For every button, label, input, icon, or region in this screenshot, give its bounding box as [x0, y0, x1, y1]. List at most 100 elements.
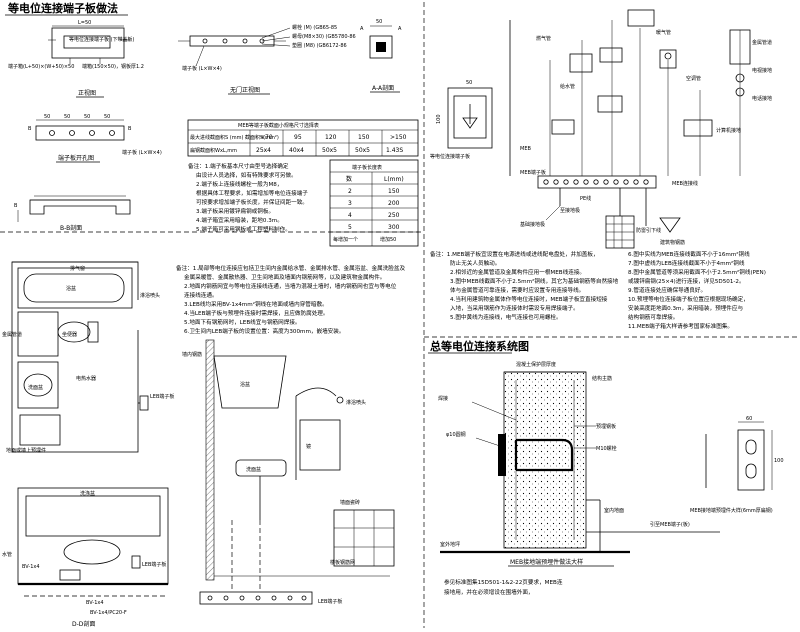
length-header-1: 数: [346, 175, 352, 183]
svg-text:50: 50: [104, 114, 110, 120]
label-plate: 端子板 (L×W×4): [182, 65, 222, 72]
bath-note-5: 4.当LEB端子板与预埋件连接时需焊接，且应做防腐处理。: [184, 309, 328, 317]
label-A-2: A: [398, 26, 402, 32]
leb-bar: LEB端子板: [199, 520, 342, 605]
length-row-3-n: 5: [348, 224, 352, 231]
embed-label-conc: 混凝土保护层厚度: [516, 361, 556, 368]
label-water-pipe: 水管: [2, 551, 12, 558]
front-view-box: 等电位连接端子板 (下带盖板) L=50 端子箱(L+50)×(W+50)×50…: [8, 20, 144, 98]
bath-note-1: 金属采暖管、金属散热器、卫生间地面及墙面内钢筋网等，以及建筑物金属构件。: [184, 273, 385, 281]
label-leb: LEB端子板: [150, 393, 174, 400]
panel-terminal-board: 等电位连接端子板做法 等电位连接端子板 (下带盖板) L=50 端子箱(L+50…: [5, 1, 419, 247]
plate-note-4: 可按要求增加端子板长度，并保证间距一致。: [196, 198, 308, 206]
title-plate: 等电位连接端子板做法: [7, 1, 118, 15]
label-shower: 淋浴喷头: [140, 292, 160, 299]
sys-note-1: 防止无关人员触动。: [450, 259, 500, 267]
label-bath: 浴盆: [66, 285, 76, 292]
label-lightning: 防雷引下线: [636, 227, 661, 234]
label-toilet: 坐便器: [62, 331, 77, 338]
meb-symbol: 50 100 等电位连接端子板: [430, 80, 493, 160]
meb-label: MEB: [520, 146, 531, 152]
length-row-0-n: 2: [348, 188, 352, 195]
embed-plate-label: MEB接地端预埋件大样(6mm厚扁钢): [690, 507, 773, 514]
length-row-2-l: 250: [388, 212, 400, 219]
embed-note-2: 接地用，并在必须增设在围墙外面，: [444, 588, 534, 596]
length-row-3-l: 300: [388, 224, 400, 231]
bolt-1: 螺栓 (M) (GB65-85: [292, 24, 337, 31]
panel-embed: 总等电位连接系统图 混凝土保护层厚度 结构主筋 焊接 预埋钢板 φ10圆钢 M1…: [428, 339, 784, 596]
label-mirror: 镜: [306, 443, 311, 450]
meb-value-2: 50x5: [322, 147, 337, 154]
bathroom-section-dd: 洗涤盆 水管 BV-1x4 BV-1x4 BV-1x4/PC20-F D-D剖面…: [2, 487, 169, 628]
label-leb-3: LEB端子板: [318, 598, 342, 605]
embed-label-terminal: 引至MEB端子(板): [650, 521, 690, 528]
dim-50: 50: [376, 19, 382, 25]
holes-view-caption: 端子板开孔图: [58, 154, 94, 162]
meb-header-2: 120: [325, 134, 337, 141]
embed-dim-60: 60: [746, 416, 752, 422]
sys-note-r0: 6.图中实线为MEB连接线截面不小于16mm²铜线: [628, 250, 750, 258]
holes-view: 50 50 50 50 B B 端子板开孔图 端子板 (L×W×4): [28, 114, 162, 163]
embed-label-bolt: M10螺栓: [596, 445, 617, 452]
mounting-view-caption: 无门正视图: [230, 86, 260, 94]
label-bv-2: BV-1x4: [86, 600, 104, 606]
length-row-4-l: 增加50: [380, 236, 396, 243]
label-steel-mesh: 楼板钢筋网: [330, 559, 355, 566]
length-row-1-n: 3: [348, 200, 352, 207]
meb-header-0: <70: [260, 134, 273, 141]
main-bar-label: MEB端子板: [520, 169, 546, 176]
label-bv: BV-1x4: [22, 564, 40, 570]
bath-note-4: 3.LEB线均采用BV-1x4mm²铜线在地面或墙内穿管暗敷。: [184, 300, 328, 308]
plate-note-3: 根据具体工程要求，如需增加等电位连接端子: [196, 189, 308, 197]
plate-note-0: 备注：1.端子板基本尺寸由型号选择确定: [188, 162, 289, 170]
tile-grid: 墙面瓷砖: [333, 499, 395, 567]
meb-bus: MEB端子板 MEB连接线: [520, 169, 698, 189]
sys-note-4: 体与金属管道可靠连接，需要时应设置专用连接导线。: [450, 286, 584, 294]
meb-value-1: 40x4: [289, 147, 304, 154]
label-tv: 电视接地: [752, 67, 772, 74]
label-ac: 空调管: [686, 75, 701, 82]
equipment: 燃气管 给水管 暖气管 空调管 金属管道 电视接地 电话接地 计算机接地 PE线…: [520, 9, 772, 249]
front-box-label: 等电位连接端子板 (下带盖板): [69, 36, 135, 43]
spec-size: 端子箱(L+50)×(W+50)×50: [8, 63, 74, 70]
label-shower-2: 淋浴喷头: [346, 399, 366, 406]
sys-note-r8: 11.MEB端子箱大样请参考国家标准图集。: [628, 322, 733, 330]
length-row-2-n: 4: [348, 212, 352, 219]
meb-callout: 等电位连接端子板: [430, 153, 470, 160]
sys-note-r7: 结构钢筋可靠焊接。: [628, 313, 678, 321]
label-heater: 电热水器: [76, 375, 96, 382]
grounding-note: 至接地极: [560, 207, 580, 214]
section-bb-caption: B-B剖面: [60, 224, 82, 232]
plate-note-5: 3.端子板采用镀锌扁钢或铜板。: [196, 207, 274, 215]
embed-label-plate: 预埋钢板: [596, 423, 616, 430]
label-B-section: B: [14, 203, 18, 209]
sys-note-2: 2.相邻近的金属管道及金属构件应用一根MEB线连接。: [450, 268, 585, 276]
meb-header-3: 150: [358, 134, 370, 141]
meb-value-3: 50x5: [355, 147, 370, 154]
meb-row1-label: 最大进线截面积S (mm) 截面积S(mm²): [190, 134, 279, 141]
sys-note-5: 4.当利用建筑物金属体作等电位连接时，MEB端子板宜直接短接: [450, 295, 608, 303]
wall-section: 浴盆 淋浴喷头 洗面盆 镜 楼板钢筋网 墙内钢筋: [182, 339, 390, 581]
label-pe: PE线: [580, 195, 591, 202]
label-comp: 计算机接地: [716, 127, 741, 134]
sys-note-r2: 8.图中金属管道等须采用截面不小于2.5mm²铜线(PEN): [628, 268, 766, 276]
length-row-0-l: 150: [388, 188, 400, 195]
label-water: 给水管: [560, 83, 575, 90]
sys-note-r1: 7.图中虚线为LEB连接线截面不小于4mm²铜线: [628, 259, 745, 267]
bath-note-2: 2.地面内钢筋网宜与等电位连接线连通，当墙为混凝土墙时，墙内钢筋网也宜与等电位: [184, 282, 397, 290]
section-bb: B B-B剖面: [14, 195, 131, 232]
sys-note-0: 备注：1.MEB端子板宜设置在电源进线或进线配电盘处，并加盖板，: [430, 250, 599, 258]
label-steel: 建筑物钢筋: [660, 239, 685, 246]
panel-system: 50 100 等电位连接端子板 MEB端子板 MEB连接线: [430, 9, 772, 330]
embed-section: 混凝土保护层厚度 结构主筋 焊接 预埋钢板 φ10圆钢 M10螺栓 引至MEB端…: [438, 361, 720, 567]
symbol-dim-50: 50: [466, 80, 472, 86]
label-basin: 洗面盆: [28, 384, 43, 391]
label-cover: 端子板 (L×W×4): [122, 149, 162, 156]
embed-label-ground: 室外地坪: [440, 541, 460, 548]
sys-note-r6: 安装高度距地面0.3m，采用暗装，预埋件应与: [628, 304, 743, 312]
plate-notes: 备注：1.端子板基本尺寸由型号选择确定 由设计人员选择，如有特殊要求可另做。 2…: [188, 162, 308, 233]
front-view-caption: 正视图: [78, 89, 96, 97]
svg-text:50: 50: [84, 114, 90, 120]
label-bv-3: BV-1x4/PC20-F: [90, 610, 127, 616]
